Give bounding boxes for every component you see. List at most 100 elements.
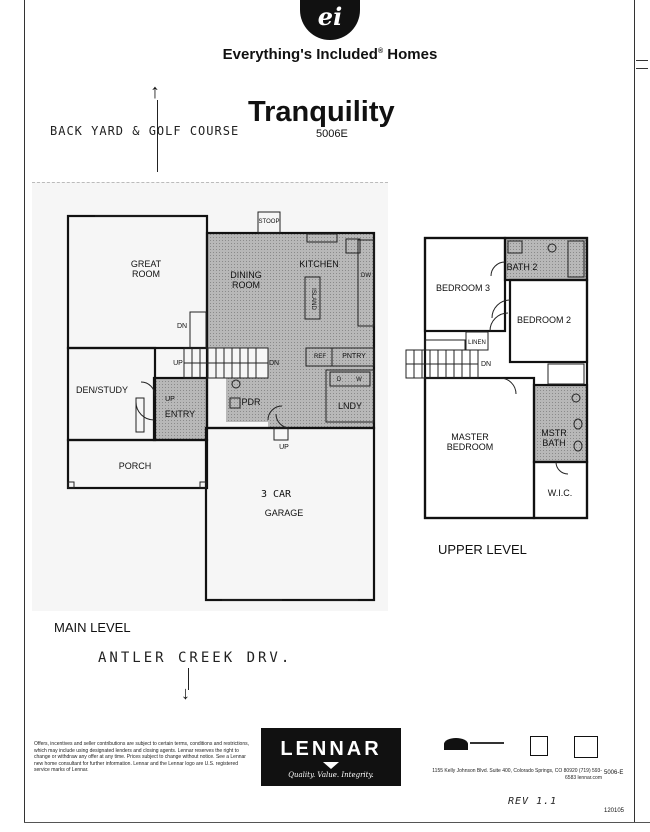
den-window (135, 397, 145, 433)
kitchen-label: KITCHEN (299, 259, 339, 269)
lennar-logo-name: LENNAR (280, 738, 382, 760)
master-door-arc (499, 377, 517, 395)
back-yard-note: BACK YARD & GOLF COURSE (50, 124, 240, 138)
bedroom3-walls (423, 236, 507, 333)
wic-walls (532, 460, 589, 520)
mstr-sink-1 (573, 418, 583, 430)
bedroom2-label: BEDROOM 2 (516, 315, 571, 325)
main-level-plan (66, 211, 376, 602)
garage-size-label: 3 CAR (260, 489, 292, 500)
kitchen-dining-fill (207, 233, 374, 348)
hall-rail (424, 339, 466, 351)
pantry-label: PNTRY (342, 353, 366, 360)
dn-label-2: DN (268, 360, 280, 367)
award-logo-caption-bar (470, 742, 504, 744)
linen-label: LINEN (468, 340, 486, 346)
scan-mark-right-2 (636, 68, 648, 69)
award-logo (444, 738, 468, 750)
w-label: W (356, 377, 362, 383)
scan-border-left (24, 0, 25, 822)
counter-top (306, 233, 338, 243)
ref-label: REF (314, 354, 326, 360)
bbb-logo (530, 736, 548, 756)
pdr-fill (226, 378, 268, 422)
street-note: ANTLER CREEK DRV. (98, 650, 293, 666)
master-bedroom-label: MASTER BEDROOM (446, 432, 494, 452)
wic-label: W.I.C. (547, 488, 573, 498)
porch-column-2 (199, 481, 207, 489)
upper-stairs (405, 349, 479, 379)
porch-label: PORCH (118, 461, 152, 471)
ref-pantry-block (305, 347, 375, 367)
porch-column-1 (67, 481, 75, 489)
equal-housing-logo (574, 736, 598, 758)
lennar-logo: LENNAR Quality. Value. Integrity. (261, 728, 401, 786)
scan-mark-right (636, 60, 648, 61)
upper-level-plan (405, 236, 589, 520)
upper-level-label: UPPER LEVEL (438, 542, 527, 557)
pdr-toilet (231, 379, 241, 389)
mstr-toilet (571, 393, 581, 403)
stoop-label: STOOP (258, 219, 280, 225)
lennar-logo-mark (323, 762, 339, 769)
brand-tagline: Everything's Included® Homes (222, 46, 438, 63)
garage-step (273, 427, 289, 441)
footer-date-code: 120105 (604, 808, 625, 814)
upper-dn-label: DN (480, 361, 492, 368)
island (304, 276, 321, 320)
tub-bath2 (567, 240, 585, 278)
counter-right (357, 239, 375, 327)
sink (345, 238, 361, 254)
bath2-toilet (547, 243, 557, 253)
washer-dryer (329, 371, 371, 387)
stoop (257, 211, 281, 234)
arrow-up-icon: ↑ (150, 81, 160, 103)
mstr-bath-label: MSTR BATH (541, 428, 567, 448)
great-room-label: GREAT ROOM (130, 259, 162, 279)
bath2-door-arc (490, 261, 506, 277)
laundry-room (325, 369, 375, 423)
footer-address: 1155 Kelly Johnson Blvd. Suite 400, Colo… (432, 768, 602, 781)
wic-door-arc (555, 461, 569, 475)
dining-room-label: DINING ROOM (230, 270, 262, 290)
up-label-2: UP (165, 396, 175, 403)
arrow-down-shaft (188, 668, 189, 690)
bed2-door-arc (491, 299, 511, 319)
tub-master (547, 363, 585, 385)
dw-label: DW (361, 273, 371, 279)
pdr-sink (229, 397, 241, 409)
laundry-label: LNDY (337, 401, 362, 411)
island-label: ISLAND (310, 288, 316, 310)
bath2-fill (505, 238, 587, 280)
arrow-down-icon: ↓ (181, 683, 190, 703)
scan-border-bottom (24, 822, 650, 823)
scan-border-right (634, 0, 635, 822)
hall-fill (268, 348, 374, 428)
brand-tagline-text: Everything's Included (222, 46, 378, 63)
brand-tagline-suffix: Homes (387, 46, 438, 63)
lennar-logo-tagline: Quality. Value. Integrity. (288, 771, 374, 779)
bath2-sink (507, 240, 523, 254)
den-door-arc (140, 381, 156, 397)
garage-label: GARAGE (264, 508, 304, 518)
linen-closet (465, 331, 489, 351)
main-stairs (183, 347, 269, 379)
footer-disclaimer: Offers, incentives and seller contributi… (34, 741, 250, 773)
footer-code: 5006-E (604, 770, 624, 776)
den-study-label: DEN/STUDY (75, 385, 128, 395)
dn-label-1: DN (176, 323, 188, 330)
ei-logo-letters: ei (317, 2, 343, 31)
main-level-label: MAIN LEVEL (54, 620, 131, 635)
mstr-bath-fill (534, 385, 587, 462)
mstr-sink-2 (573, 440, 583, 452)
up-label-3: UP (279, 444, 289, 451)
bath2-label: BATH 2 (506, 262, 538, 272)
rev-note: REV 1.1 (508, 796, 558, 807)
plan-name: Tranquility (248, 96, 395, 128)
d-label: D (336, 377, 342, 383)
up-label-1: UP (173, 360, 183, 367)
pdr-door-arc (267, 405, 283, 421)
plan-number: 5006E (316, 128, 348, 140)
great-room-stair-rail (189, 311, 207, 349)
